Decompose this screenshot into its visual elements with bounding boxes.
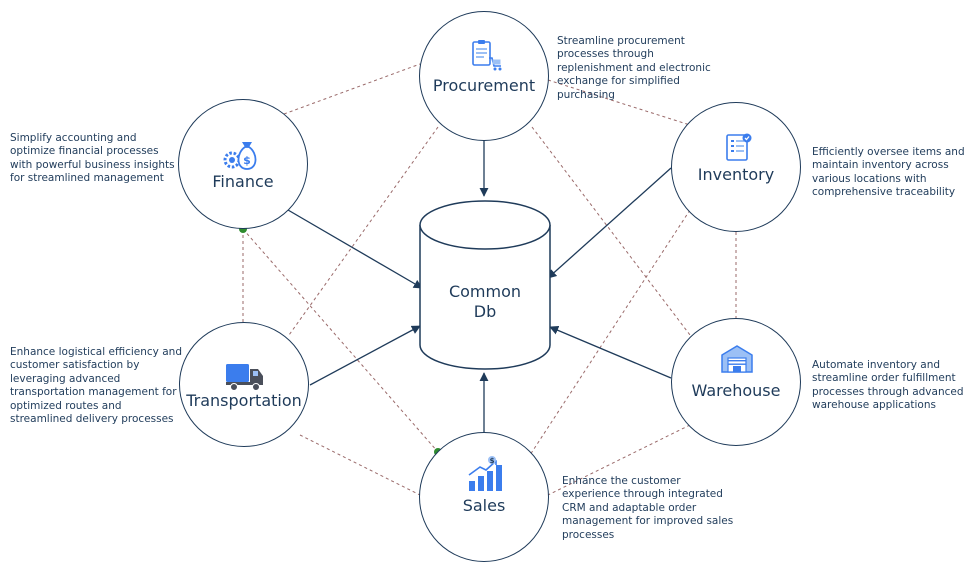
dotted-procurement-transportation <box>288 126 439 336</box>
node-label-finance: Finance <box>212 172 274 191</box>
bar-chart-growth-icon: $ <box>468 456 502 491</box>
dotted-finance-procurement <box>283 63 421 115</box>
node-label-sales: Sales <box>462 496 506 515</box>
database-cylinder <box>419 200 551 370</box>
database-label-line2: Db <box>473 302 497 321</box>
node-inventory: Inventory <box>671 102 801 232</box>
description-procurement: Streamline procurement processes through… <box>557 35 711 101</box>
description-transportation: Enhance logistical efficiency and custom… <box>10 346 182 426</box>
money-bag-gear-icon: $ <box>223 142 257 170</box>
node-finance: $ Finance <box>178 99 308 229</box>
node-label-transportation: Transportation <box>186 391 302 410</box>
description-warehouse: Automate inventory and streamline order … <box>812 359 964 412</box>
node-procurement: Procurement <box>419 11 549 141</box>
solid-arrows <box>287 140 672 432</box>
dotted-inventory-sales <box>529 209 691 456</box>
dotted-procurement-inventory <box>547 79 691 126</box>
node-warehouse: Warehouse <box>671 318 801 446</box>
description-inventory: Efficiently oversee items and maintain i… <box>812 146 965 199</box>
dotted-transportation-sales <box>299 434 421 496</box>
inventory-list-icon <box>726 133 752 161</box>
description-finance: Simplify accounting and optimize financi… <box>10 132 175 185</box>
dotted-connections <box>242 63 737 496</box>
dotted-warehouse-sales <box>547 424 691 496</box>
arrow-finance-db <box>287 209 423 289</box>
database-label: Common Db <box>420 282 550 322</box>
clipboard-cart-icon <box>472 40 502 71</box>
arrow-inventory-db <box>547 167 672 279</box>
node-label-procurement: Procurement <box>432 76 536 95</box>
svg-text:$: $ <box>490 457 495 465</box>
arrow-transportation-db <box>309 325 421 386</box>
node-label-warehouse: Warehouse <box>691 381 781 400</box>
truck-icon <box>226 364 263 391</box>
warehouse-icon <box>721 345 753 373</box>
node-sales: $ Sales <box>419 432 549 562</box>
dotted-finance-sales <box>242 228 439 453</box>
description-sales: Enhance the customer experience through … <box>562 475 734 541</box>
node-label-inventory: Inventory <box>697 165 775 184</box>
database-label-line1: Common <box>448 282 522 301</box>
arrow-warehouse-db <box>549 325 672 379</box>
dotted-procurement-warehouse <box>531 126 691 336</box>
svg-text:$: $ <box>243 154 251 167</box>
node-transportation: Transportation <box>179 322 309 447</box>
